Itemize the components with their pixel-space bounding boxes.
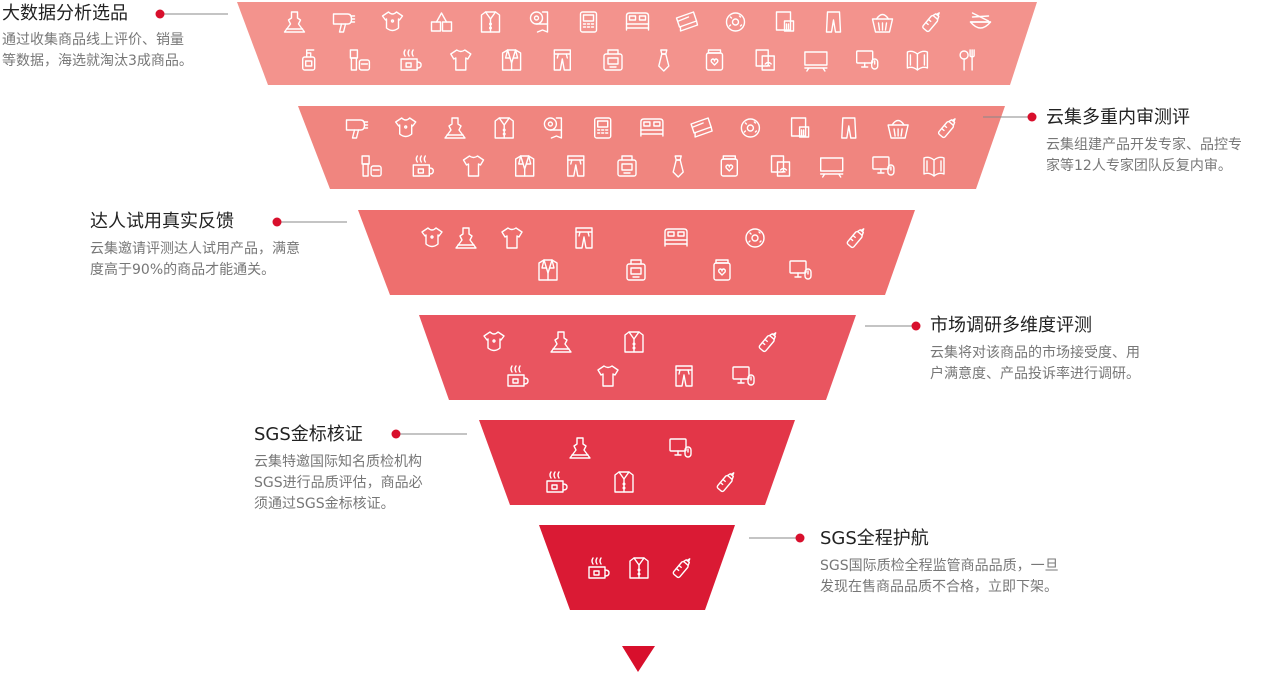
tier-5-label: SGS金标核证 云集特邀国际知名质检机构 SGS进行品质评估，商品必 须通过SG… bbox=[254, 423, 474, 515]
funnel-bottom-arrow-icon bbox=[622, 646, 655, 672]
tier-4-connector-dot bbox=[911, 321, 921, 331]
funnel-tier-5-shape bbox=[479, 420, 795, 505]
funnel-tier-6 bbox=[539, 525, 735, 610]
tier-1-connector-dot bbox=[155, 9, 165, 19]
tier-5-title: SGS金标核证 bbox=[254, 424, 363, 445]
tier-3-label: 达人试用真实反馈 云集邀请评测达人试用产品，满意 度高于90%的商品才能通关。 bbox=[90, 210, 355, 281]
tier-4-label: 市场调研多维度评测 云集将对该商品的市场接受度、用 户满意度、产品投诉率进行调研… bbox=[930, 314, 1200, 385]
funnel-tier-5 bbox=[479, 420, 795, 505]
tier-3-desc: 云集邀请评测达人试用产品，满意 度高于90%的商品才能通关。 bbox=[90, 241, 300, 278]
funnel-tier-1-shape bbox=[237, 2, 1037, 85]
funnel-tier-6-shape bbox=[539, 525, 735, 610]
tier-6-connector-dot bbox=[795, 533, 805, 543]
funnel-tier-2 bbox=[298, 106, 1005, 189]
tier-1-label: 大数据分析选品 通过收集商品线上评价、销量 等数据，海选就淘汰3成商品。 bbox=[2, 2, 237, 72]
tier-6-title: SGS全程护航 bbox=[820, 528, 929, 549]
tier-3-title: 达人试用真实反馈 bbox=[90, 211, 234, 232]
tier-6-label: SGS全程护航 SGS国际质检全程监管商品品质，一旦 发现在售商品品质不合格，立… bbox=[820, 527, 1120, 598]
funnel-tier-2-shape bbox=[298, 106, 1005, 189]
tier-1-title: 大数据分析选品 bbox=[2, 3, 128, 24]
funnel-tier-1 bbox=[237, 2, 1037, 85]
tier-5-desc: 云集特邀国际知名质检机构 SGS进行品质评估，商品必 须通过SGS金标核证。 bbox=[254, 454, 423, 512]
tier-4-desc: 云集将对该商品的市场接受度、用 户满意度、产品投诉率进行调研。 bbox=[930, 345, 1140, 382]
funnel-tier-4-shape bbox=[419, 315, 856, 400]
tier-3-connector-dot bbox=[272, 217, 282, 227]
funnel-tier-3-shape bbox=[358, 210, 915, 295]
tier-4-title: 市场调研多维度评测 bbox=[930, 315, 1092, 336]
funnel-tier-3 bbox=[358, 210, 915, 295]
tier-2-title: 云集多重内审测评 bbox=[1046, 107, 1190, 128]
tier-2-connector-dot bbox=[1027, 112, 1037, 122]
tier-2-label: 云集多重内审测评 云集组建产品开发专家、品控专 家等12人专家团队反复内审。 bbox=[1046, 106, 1278, 177]
tier-5-connector-dot bbox=[391, 429, 401, 439]
funnel-tier-4 bbox=[419, 315, 856, 400]
tier-2-desc: 云集组建产品开发专家、品控专 家等12人专家团队反复内审。 bbox=[1046, 137, 1242, 174]
tier-6-desc: SGS国际质检全程监管商品品质，一旦 发现在售商品品质不合格，立即下架。 bbox=[820, 558, 1059, 595]
tier-1-desc: 通过收集商品线上评价、销量 等数据，海选就淘汰3成商品。 bbox=[2, 32, 193, 69]
